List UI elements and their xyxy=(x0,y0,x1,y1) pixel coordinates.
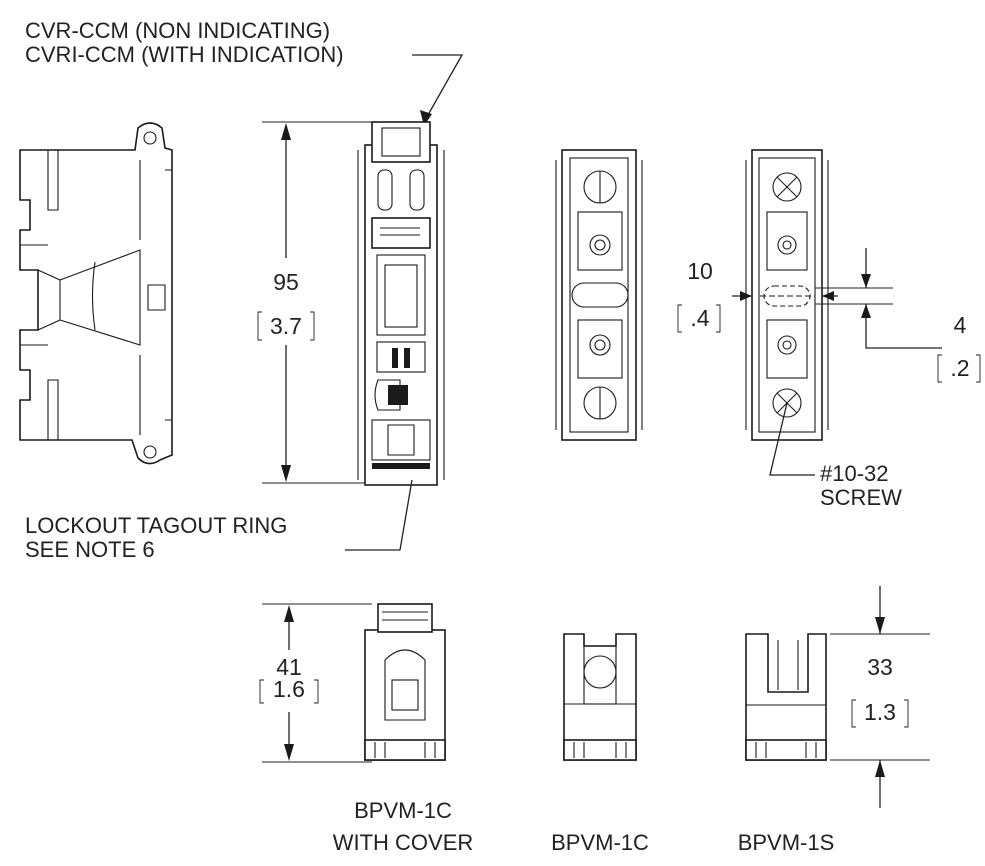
height-mm: 95 xyxy=(273,269,299,295)
screw-callout-line2: SCREW xyxy=(820,485,902,510)
cover-depth-mm: 41 xyxy=(276,654,302,680)
front-view-with-cover xyxy=(357,121,445,486)
slot-in-brackets xyxy=(937,354,981,383)
lockout-callout-line2: SEE NOTE 6 xyxy=(25,537,155,562)
caption-bpvm-1s: BPVM-1S xyxy=(738,830,835,855)
base-depth-dimension xyxy=(830,586,930,808)
lockout-callout-line1: LOCKOUT TAGOUT RING xyxy=(25,513,287,538)
cover-leader xyxy=(412,54,464,126)
side-view xyxy=(19,122,173,465)
front-view-bpvm-1c xyxy=(555,149,643,441)
bottom-view-bpvm-1c-cover xyxy=(364,603,446,761)
caption-bpvm-1c-cover-line2: WITH COVER xyxy=(333,830,474,855)
base-depth-in-brackets xyxy=(851,699,909,728)
caption-bpvm-1c-cover-line1: BPVM-1C xyxy=(354,798,452,823)
base-depth-mm: 33 xyxy=(867,654,893,680)
base-depth-in: 1.3 xyxy=(864,699,896,725)
bottom-view-bpvm-1s xyxy=(745,633,827,761)
cover-depth-dimension xyxy=(262,603,372,763)
slot-dimension xyxy=(815,248,942,349)
caption-bpvm-1c: BPVM-1C xyxy=(551,830,649,855)
cover-callout-line2: CVRI-CCM (WITH INDICATION) xyxy=(25,42,344,67)
height-in: 3.7 xyxy=(270,313,302,339)
height-in-brackets xyxy=(257,311,315,341)
screw-leader xyxy=(769,402,815,476)
cover-depth-in: 1.6 xyxy=(273,676,305,702)
width-in-brackets xyxy=(677,304,721,333)
height-dimension xyxy=(262,121,372,484)
width-in: .4 xyxy=(690,305,709,331)
slot-mm: 4 xyxy=(954,312,967,338)
cover-depth-in-brackets xyxy=(259,679,319,704)
width-dimension xyxy=(732,291,838,301)
cover-callout-line1: CVR-CCM (NON INDICATING) xyxy=(25,18,330,43)
lockout-leader xyxy=(345,479,413,551)
front-view-bpvm-1s xyxy=(745,149,829,441)
slot-in: .2 xyxy=(950,355,969,381)
screw-callout-line1: #10-32 xyxy=(820,461,889,486)
bottom-view-bpvm-1c xyxy=(563,633,637,761)
width-mm: 10 xyxy=(687,258,713,284)
